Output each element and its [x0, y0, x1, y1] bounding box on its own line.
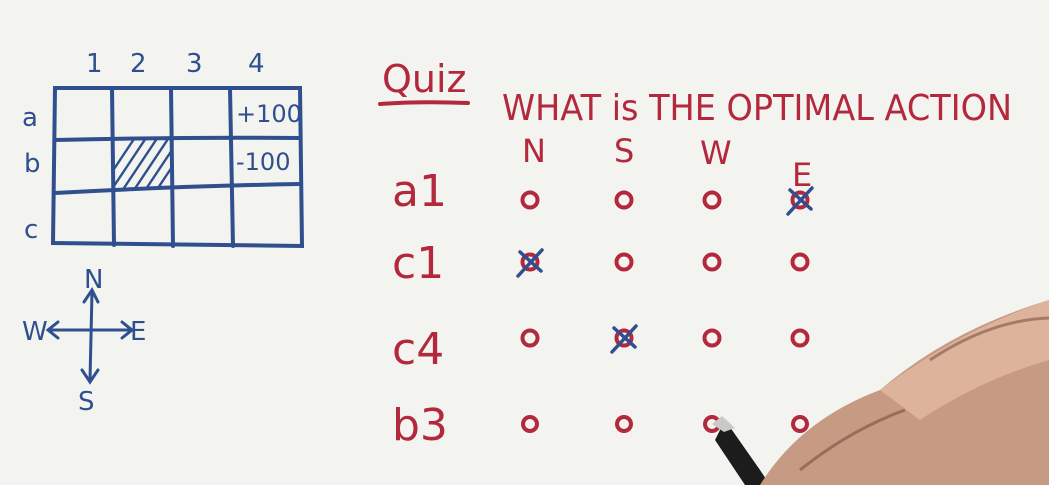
- option-circle-a1-w: [702, 190, 722, 210]
- option-circle-a1-s: [614, 190, 634, 210]
- reward-positive: +100: [236, 100, 302, 128]
- option-circle-c1-w: [702, 252, 722, 272]
- row-label-a: a: [22, 103, 38, 133]
- action-header-e: E: [792, 156, 812, 194]
- option-circle-b3-s: [615, 415, 633, 433]
- selected-mark-c1-n: [516, 248, 544, 278]
- option-circle-c4-s: [614, 328, 634, 348]
- option-circle-c1-s: [614, 252, 634, 272]
- option-circle-a1-n: [520, 190, 540, 210]
- column-label-4: 4: [248, 49, 265, 79]
- option-circle-c4-n: [520, 328, 540, 348]
- option-circle-c4-w: [702, 328, 722, 348]
- compass-west: W: [22, 317, 48, 347]
- grid-line-row-1: [53, 135, 302, 142]
- option-circle-b3-n: [521, 415, 539, 433]
- option-circle-c1-n: [520, 252, 540, 272]
- state-label-c1: c1: [392, 238, 444, 289]
- grid-world: 1 2 3 4 a b c: [22, 49, 305, 249]
- action-header-n: N: [522, 132, 546, 170]
- action-header-w: W: [700, 134, 732, 172]
- column-label-1: 1: [86, 49, 103, 79]
- grid-line-col-1: [110, 86, 116, 247]
- selected-mark-a1-e: [786, 186, 814, 216]
- grid-line-col-2: [169, 86, 175, 248]
- quiz-question: WHAT is THE OPTIMAL ACTION: [502, 88, 1012, 129]
- option-circle-b3-e: [791, 415, 809, 433]
- column-label-3: 3: [186, 49, 203, 79]
- compass-rose: N W E S: [22, 265, 146, 417]
- reward-negative: -100: [236, 148, 290, 176]
- column-label-2: 2: [130, 49, 147, 79]
- state-label-c4: c4: [392, 324, 444, 375]
- option-circle-a1-e: [790, 190, 810, 210]
- grid-line-row-2: [53, 182, 302, 195]
- row-label-c: c: [24, 215, 38, 245]
- option-circle-c1-e: [790, 252, 810, 272]
- answer-grid: [516, 186, 814, 433]
- compass-north: N: [84, 265, 103, 295]
- option-circle-c4-e: [790, 328, 810, 348]
- compass-south: S: [78, 387, 95, 417]
- compass-arrows-icon: [45, 287, 135, 385]
- selected-mark-c4-s: [610, 324, 638, 354]
- compass-east: E: [130, 317, 146, 347]
- state-label-b3: b3: [392, 400, 448, 451]
- quiz-section: Quiz WHAT is THE OPTIMAL ACTION N S W E …: [378, 57, 1012, 451]
- grid-outline: [50, 86, 305, 249]
- state-label-a1: a1: [392, 166, 447, 217]
- blocked-cell-hatch: [112, 140, 170, 188]
- quiz-label-underline: [378, 100, 470, 106]
- action-header-s: S: [614, 132, 634, 170]
- quiz-label: Quiz: [382, 57, 467, 101]
- row-label-b: b: [24, 149, 41, 179]
- grid-line-col-3: [228, 86, 235, 248]
- hand-with-pen: [712, 300, 1049, 485]
